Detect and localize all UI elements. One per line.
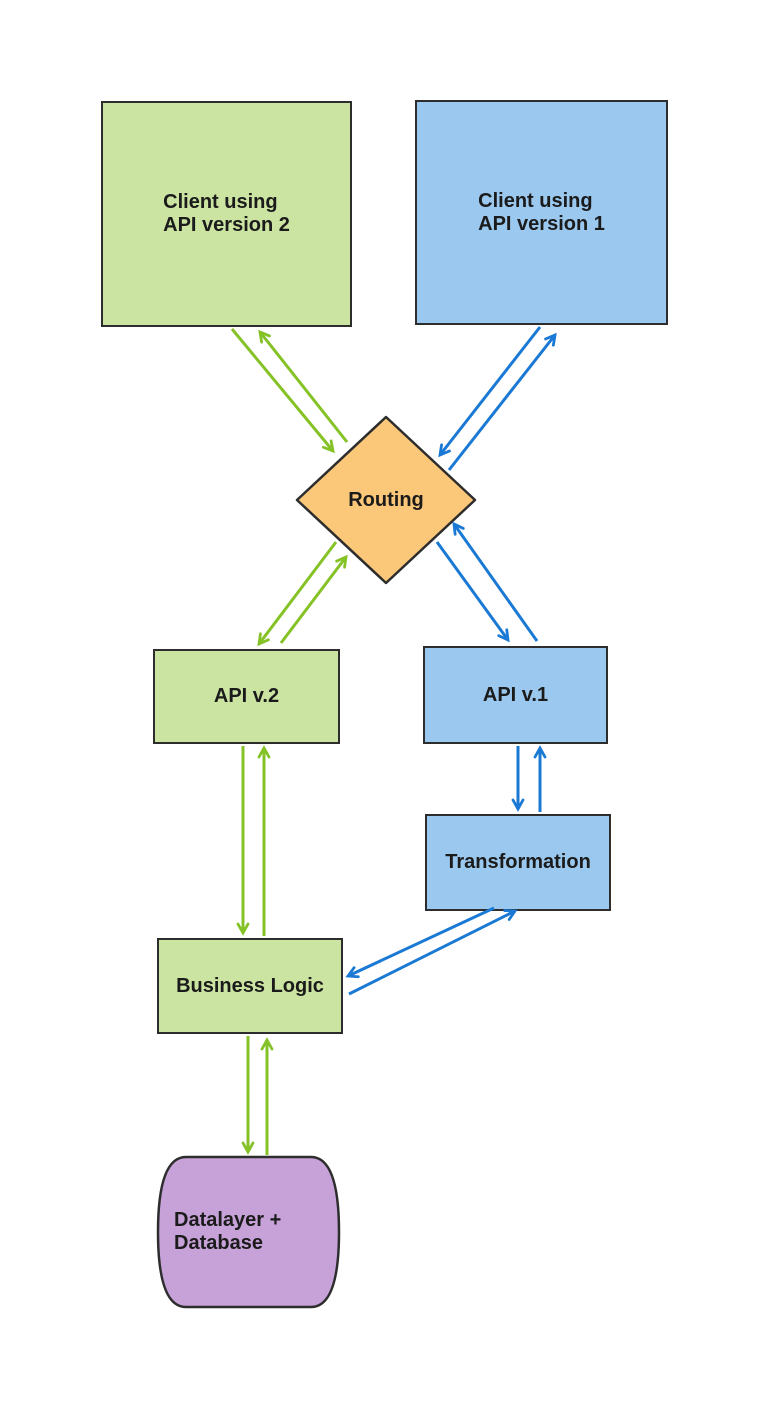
node-api-v1: API v.1 — [423, 646, 608, 744]
node-client-api-v2-label: Client using API version 2 — [163, 191, 290, 237]
node-api-v2: API v.2 — [153, 649, 340, 744]
arrow-business-logic-to-transformation — [348, 909, 518, 996]
node-business-logic: Business Logic — [157, 938, 343, 1034]
node-api-v2-label: API v.2 — [213, 685, 280, 707]
node-datalayer: Datalayer + Database — [158, 1157, 339, 1307]
label-line: Client using — [478, 189, 593, 212]
node-routing-label: Routing — [348, 488, 424, 511]
label-line: Datalayer + — [174, 1209, 282, 1231]
label-line: API version 1 — [478, 212, 605, 235]
label-line: Client using — [163, 191, 278, 213]
node-client-api-v1: Client using API version 1 — [415, 100, 668, 325]
node-client-api-v1-label: Client using API version 1 — [478, 190, 605, 236]
node-api-v1-label: API v.1 — [482, 683, 549, 706]
node-business-logic-label: Business Logic — [176, 974, 324, 997]
label-line: Database — [174, 1232, 263, 1254]
node-transformation-label: Transformation — [445, 851, 591, 873]
node-transformation: Transformation — [425, 814, 611, 911]
arrow-transformation-to-business-logic — [345, 906, 495, 979]
label-line: API version 2 — [163, 214, 290, 236]
node-client-api-v2: Client using API version 2 — [101, 101, 352, 327]
node-routing: Routing — [297, 417, 475, 583]
node-datalayer-label: Datalayer + Database — [174, 1209, 281, 1255]
